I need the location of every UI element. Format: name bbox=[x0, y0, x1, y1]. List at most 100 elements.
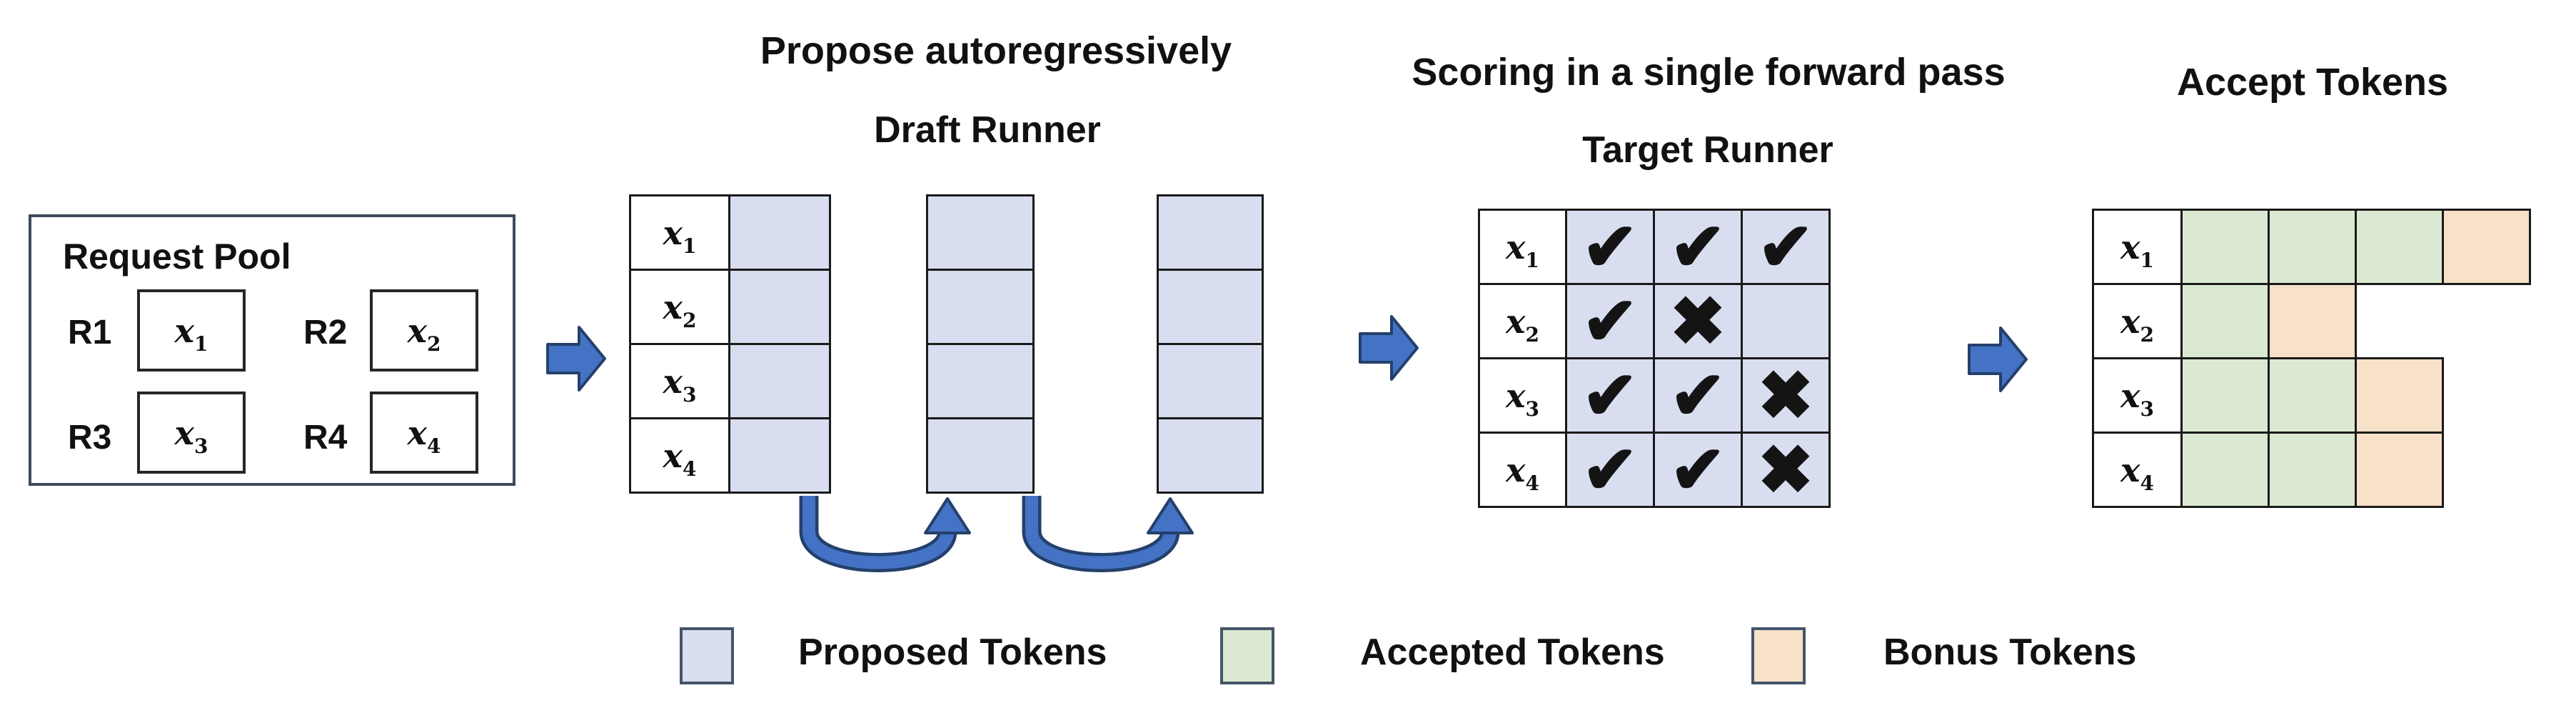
check-mark-cell: ✔ bbox=[1565, 432, 1655, 508]
check-icon: ✔ bbox=[1669, 432, 1726, 507]
token-x3: x3 bbox=[2120, 376, 2154, 421]
table-row: x1 bbox=[2092, 209, 2531, 285]
right-arrow-icon bbox=[1968, 326, 2028, 392]
bonus-token-cell bbox=[2268, 283, 2357, 359]
check-icon: ✔ bbox=[1669, 209, 1726, 284]
table-row: x2 bbox=[629, 269, 831, 345]
cross-icon: ✖ bbox=[1669, 283, 1726, 359]
request-id: R1 bbox=[68, 314, 112, 352]
accepted-token-cell bbox=[2355, 209, 2444, 285]
token-x1: x1 bbox=[1506, 227, 1539, 272]
row-label-cell: x1 bbox=[629, 194, 730, 271]
draft-step1-table: x1 x2 x3 x4 bbox=[629, 194, 831, 494]
bonus-token-cell bbox=[2355, 432, 2444, 508]
draft-step2-column bbox=[926, 194, 1035, 494]
table-row: x4 ✔ ✔ ✖ bbox=[1478, 432, 1831, 508]
cross-icon: ✖ bbox=[1757, 432, 1814, 507]
loop-arrow-icon bbox=[1022, 496, 1194, 572]
token-x4: x4 bbox=[407, 413, 441, 458]
proposed-token-cell bbox=[1157, 417, 1264, 494]
right-arrow-icon bbox=[546, 326, 606, 392]
accepted-token-cell bbox=[2268, 432, 2357, 508]
table-row: x4 bbox=[2092, 432, 2531, 508]
draft-heading: Propose autoregressively bbox=[760, 29, 1232, 72]
legend-label-proposed: Proposed Tokens bbox=[798, 632, 1107, 673]
target-subheading: Target Runner bbox=[1582, 129, 1833, 171]
proposed-token-cell bbox=[926, 269, 1035, 345]
row-label-cell: x3 bbox=[2092, 357, 2183, 434]
check-mark-cell: ✔ bbox=[1741, 209, 1831, 285]
cross-mark-cell: ✖ bbox=[1741, 432, 1831, 508]
token-x4: x4 bbox=[1506, 450, 1539, 495]
row-label-cell: x2 bbox=[2092, 283, 2183, 359]
table-row: x3 ✔ ✔ ✖ bbox=[1478, 357, 1831, 434]
accepted-token-cell bbox=[2180, 357, 2270, 434]
proposed-token-cell bbox=[1157, 194, 1264, 271]
legend-label-accepted: Accepted Tokens bbox=[1360, 632, 1665, 673]
token-x3: x3 bbox=[1506, 376, 1539, 421]
bonus-token-cell bbox=[2355, 357, 2444, 434]
bonus-tokens-swatch bbox=[1751, 627, 1806, 684]
check-mark-cell: ✔ bbox=[1653, 209, 1743, 285]
draft-subheading: Draft Runner bbox=[874, 109, 1101, 151]
target-scoring-table: x1 ✔ ✔ ✔ x2 ✔ ✖ x3 ✔ ✔ ✖ x4 ✔ bbox=[1478, 209, 1831, 508]
check-mark-cell: ✔ bbox=[1565, 283, 1655, 359]
request-pool-title: Request Pool bbox=[63, 236, 291, 276]
accepted-token-cell bbox=[2180, 432, 2270, 508]
token-x1: x1 bbox=[174, 311, 208, 356]
request-token-box: x3 bbox=[137, 392, 246, 474]
token-x2: x2 bbox=[407, 311, 441, 356]
token-x1: x1 bbox=[663, 213, 697, 258]
request-token-box: x2 bbox=[370, 289, 478, 372]
target-heading: Scoring in a single forward pass bbox=[1412, 51, 2006, 94]
token-x4: x4 bbox=[663, 436, 697, 481]
row-label-cell: x2 bbox=[629, 269, 730, 345]
row-label-cell: x4 bbox=[629, 417, 730, 494]
check-icon: ✔ bbox=[1669, 357, 1726, 433]
token-x3: x3 bbox=[663, 362, 697, 407]
accepted-token-cell bbox=[2180, 209, 2270, 285]
empty-score-cell bbox=[1741, 283, 1831, 359]
proposed-token-cell bbox=[926, 194, 1035, 271]
row-label-cell: x3 bbox=[629, 343, 730, 419]
proposed-token-cell bbox=[1157, 269, 1264, 345]
proposed-token-cell bbox=[728, 194, 831, 271]
request-token-box: x4 bbox=[370, 392, 478, 474]
loop-arrow-icon bbox=[799, 496, 971, 572]
proposed-token-cell bbox=[1157, 343, 1264, 419]
table-row: x3 bbox=[2092, 357, 2531, 434]
token-x2: x2 bbox=[2120, 301, 2154, 346]
accept-tokens-table: x1 x2 x3 x4 bbox=[2092, 209, 2531, 508]
cross-mark-cell: ✖ bbox=[1741, 357, 1831, 434]
proposed-token-cell bbox=[926, 343, 1035, 419]
autoregressive-loop-arrows bbox=[799, 496, 1194, 572]
proposed-token-cell bbox=[926, 417, 1035, 494]
accepted-token-cell bbox=[2268, 209, 2357, 285]
token-x2: x2 bbox=[663, 287, 697, 332]
row-label-cell: x2 bbox=[1478, 283, 1567, 359]
table-row: x4 bbox=[629, 417, 831, 494]
check-icon: ✔ bbox=[1581, 209, 1639, 284]
request-id: R4 bbox=[303, 419, 348, 457]
request-pool-box bbox=[29, 214, 515, 486]
token-x4: x4 bbox=[2120, 450, 2154, 495]
check-mark-cell: ✔ bbox=[1565, 357, 1655, 434]
check-icon: ✔ bbox=[1581, 357, 1639, 433]
right-arrow-icon bbox=[1359, 315, 1419, 381]
table-row: x3 bbox=[629, 343, 831, 419]
accepted-token-cell bbox=[2180, 283, 2270, 359]
row-label-cell: x4 bbox=[2092, 432, 2183, 508]
proposed-token-cell bbox=[728, 343, 831, 419]
proposed-token-cell bbox=[728, 269, 831, 345]
request-id: R2 bbox=[303, 314, 348, 352]
cross-icon: ✖ bbox=[1757, 357, 1814, 433]
row-label-cell: x1 bbox=[2092, 209, 2183, 285]
cross-mark-cell: ✖ bbox=[1653, 283, 1743, 359]
table-row: x1 ✔ ✔ ✔ bbox=[1478, 209, 1831, 285]
row-label-cell: x3 bbox=[1478, 357, 1567, 434]
legend-label-bonus: Bonus Tokens bbox=[1883, 632, 2137, 673]
check-icon: ✔ bbox=[1581, 283, 1639, 359]
proposed-tokens-swatch bbox=[680, 627, 734, 684]
table-row: x2 ✔ ✖ bbox=[1478, 283, 1831, 359]
